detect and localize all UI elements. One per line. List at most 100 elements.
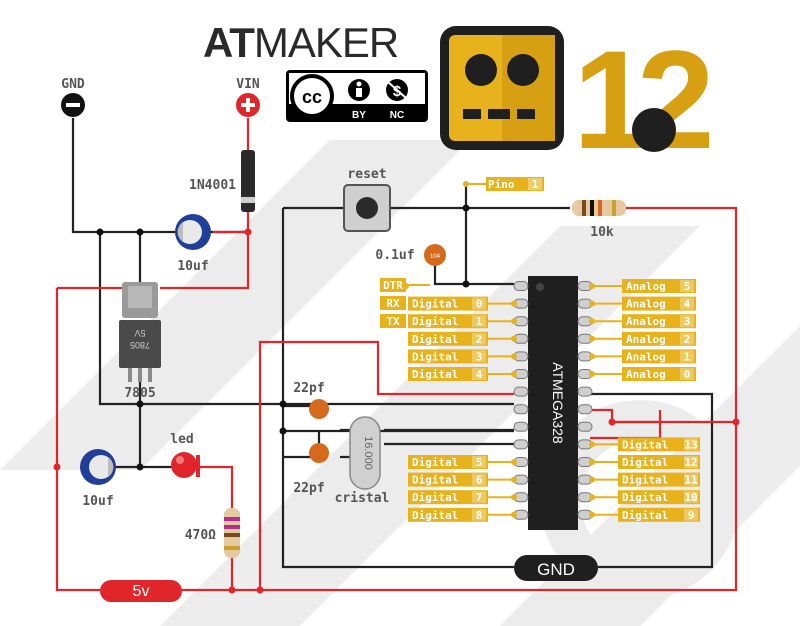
regulator-7805: 7805 5V 7805 [119,282,161,401]
resistor-470-label: 470Ω [185,528,216,543]
svg-text:Digital: Digital [412,333,458,346]
chip-pin-right [577,421,593,432]
left-pin-tags: DTR RX TX [380,278,406,328]
cc-icon: cc [302,87,322,107]
svg-text:8: 8 [476,509,483,522]
resistor-10k: 10k [572,200,626,240]
resistor-10k-label: 10k [590,225,614,240]
tag-dtr: DTR [380,278,406,292]
svg-text:Digital: Digital [622,456,668,469]
license-nc: NC [390,110,404,121]
regulator-mark-2: 5V [134,328,145,338]
svg-text:DTR: DTR [383,279,403,292]
atmega328-chip: ATMEGA328 [528,276,578,530]
vin-terminal: VIN [236,77,260,117]
signal-wires [403,181,622,518]
brand-prefix: AT [203,19,255,66]
regulator-mark: 7805 [130,340,150,350]
tag-digital-12: Digital 12 [618,455,700,469]
capacitor-22pf-bottom: 22pf [293,443,329,496]
gnd-label: GND [61,77,85,92]
gnd-bus-label: GND [537,560,575,579]
svg-text:1: 1 [684,350,691,363]
tag-tx: TX [380,314,406,328]
rail-5v: 5v [100,580,182,602]
version-minor: 2 [637,21,710,178]
tag-digital-3: Digital 3 [408,349,488,364]
tag-rx: RX [380,296,406,310]
svg-text:Analog: Analog [626,280,666,293]
chip-label: ATMEGA328 [550,362,566,444]
tag-digital-1: Digital 1 [408,314,488,329]
svg-text:10: 10 [684,491,697,504]
svg-text:Digital: Digital [412,368,458,381]
led-label: led [170,432,193,447]
svg-text:Digital: Digital [412,491,458,504]
tag-pino-1: Pino 1 [486,177,544,191]
svg-text:ATMAKER: ATMAKER [203,19,398,66]
svg-text:Analog: Analog [626,298,666,311]
gnd-terminal: GND [61,77,85,117]
svg-text:1: 1 [476,315,483,328]
svg-text:3: 3 [476,350,483,363]
cap-xtal-top-label: 22pf [293,381,324,396]
cap-reset-code: 104 [430,254,441,260]
resistor-470: 470Ω [185,508,240,558]
svg-text:Digital: Digital [412,298,458,311]
svg-text:Digital: Digital [412,509,458,522]
tag-digital-2: Digital 2 [408,331,488,346]
chip-pin-left [513,439,529,450]
svg-text:5: 5 [476,456,483,469]
license-by: BY [352,110,366,121]
crystal-value: 16.000 [362,436,374,470]
cc-license-badge: cc $ BY NC [286,70,428,122]
svg-text:Digital: Digital [412,474,458,487]
tag-digital-8: Digital 8 [408,507,488,522]
svg-text:Digital: Digital [412,315,458,328]
junction-dots [53,204,740,594]
crystal-label: cristal [335,491,390,506]
capacitor-10uf-top: 10uf [175,214,211,274]
tag-digital-0: Digital 0 [408,296,488,311]
vin-label: VIN [236,77,260,92]
svg-text:Digital: Digital [412,456,458,469]
svg-text:12: 12 [684,456,697,469]
crystal-16mhz: 16.000 cristal [335,416,390,506]
cap-reset-label: 0.1uf [375,248,414,263]
svg-text:12: 12 [573,21,710,178]
svg-text:13: 13 [684,438,697,451]
chip-pins [513,281,593,520]
svg-text:9: 9 [688,509,695,522]
svg-text:Digital: Digital [412,350,458,363]
chip-pin-left [513,281,529,291]
svg-text:2: 2 [684,333,691,346]
svg-text:0: 0 [476,298,483,311]
svg-text:11: 11 [684,474,698,487]
svg-text:Analog: Analog [626,315,666,328]
svg-text:Digital: Digital [622,491,668,504]
svg-text:Digital: Digital [622,474,668,487]
diode-1n4001: 1N4001 [189,150,255,212]
cap-xtal-bottom-label: 22pf [293,481,324,496]
svg-text:RX: RX [386,297,400,310]
svg-text:1: 1 [532,178,539,191]
reset-label: reset [347,167,386,182]
chip-pin-left [513,421,529,432]
brand-name: MAKER [254,19,398,66]
background-watermark [0,140,800,626]
capacitor-10uf-bottom: 10uf [80,449,116,509]
svg-text:2: 2 [476,333,483,346]
tag-digital-10: Digital 10 [618,490,700,505]
svg-text:Digital: Digital [622,509,668,522]
